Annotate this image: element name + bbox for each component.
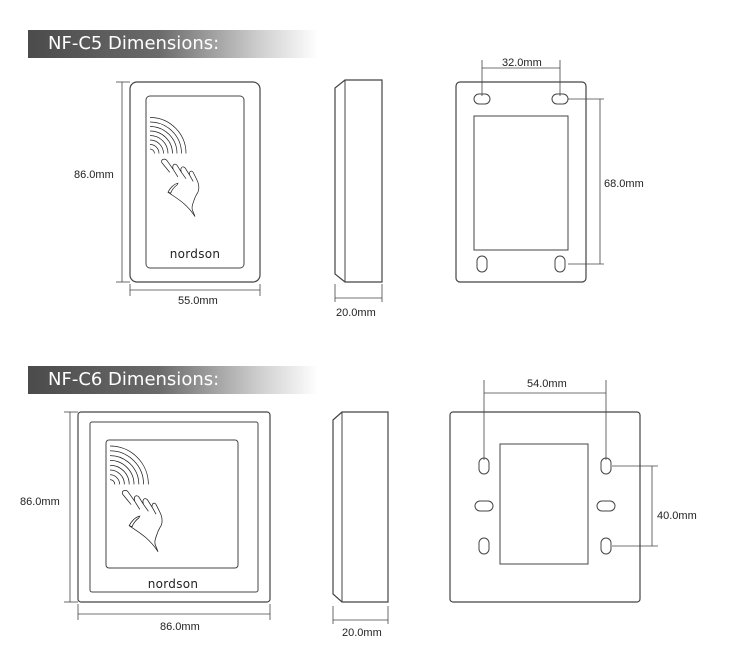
nf-c5-vertical-spacing-label: 68.0mm [604, 178, 644, 190]
section-title-nf-c5: NF-C5 Dimensions: [28, 30, 318, 58]
nf-c5-front-view: nordson 86.0mm 55.0mm [74, 81, 261, 307]
nf-c6-depth-label: 20.0mm [342, 627, 382, 639]
nf-c6-height-label: 86.0mm [20, 496, 60, 508]
nf-c6-hole-spacing-label: 54.0mm [527, 378, 567, 390]
nf-c6-back-view: 54.0mm 40.0mm [449, 378, 697, 603]
nf-c5-side-view: 20.0mm [334, 79, 383, 319]
nf-c5-depth-label: 20.0mm [336, 307, 376, 319]
nf-c6-vertical-spacing-label: 40.0mm [657, 510, 697, 522]
nf-c6-side-view: 20.0mm [332, 411, 389, 639]
nf-c5-logo: nordson [170, 247, 221, 261]
nf-c5-hole-spacing-label: 32.0mm [502, 57, 542, 69]
nf-c5-width-label: 55.0mm [178, 295, 218, 307]
nf-c6-width-label: 86.0mm [160, 621, 200, 633]
nf-c6-logo: nordson [148, 577, 199, 591]
nf-c5-height-label: 86.0mm [74, 169, 114, 181]
nf-c5-back-view: 32.0mm 68.0mm [455, 57, 644, 283]
section-title-nf-c6: NF-C6 Dimensions: [28, 366, 318, 394]
nf-c6-front-view: nordson 86.0mm 86.0mm [20, 411, 271, 633]
